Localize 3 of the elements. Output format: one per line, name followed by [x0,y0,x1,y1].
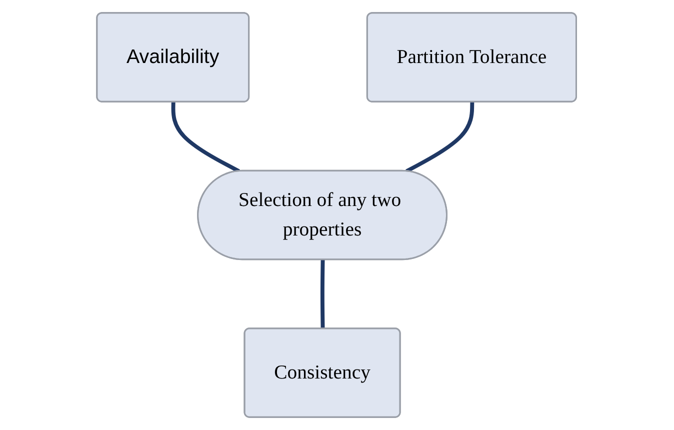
connector [172,102,240,174]
connector [320,260,326,329]
connector [406,102,475,174]
